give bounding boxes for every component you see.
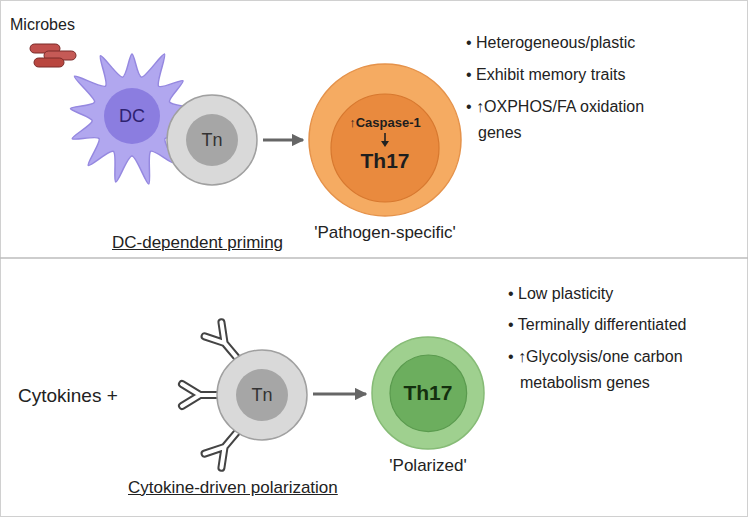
section-title: Cytokine-driven polarization: [128, 474, 338, 501]
feature-bullet: • ↑OXPHOS/FA oxidation genes: [466, 94, 690, 145]
cell-name: Th17: [403, 381, 452, 405]
cell-name: Th17: [360, 149, 409, 173]
th17-core-shape: [330, 93, 440, 203]
microbe-rods: [30, 44, 76, 67]
feature-bullet: • Heterogeneous/plastic: [466, 30, 635, 56]
cell-caption: 'Polarized': [389, 456, 466, 476]
dendritic-cell: DC: [66, 40, 198, 192]
th17-cell: Th17'Polarized': [371, 336, 485, 450]
process-arrow: [263, 139, 303, 142]
th17-cell: ↑Caspase-1Th17'Pathogen-specific': [308, 63, 462, 217]
feature-bullet: • Low plasticity: [508, 281, 613, 307]
feature-bullet: • Exhibit memory traits: [466, 62, 625, 88]
cell-caption: 'Pathogen-specific': [314, 223, 456, 243]
cell-name: DC: [119, 106, 145, 127]
microbe-label: Microbes: [10, 12, 75, 38]
section-title: DC-dependent priming: [112, 229, 283, 256]
process-arrow: [313, 393, 366, 396]
input-label: Cytokines +: [18, 381, 118, 411]
th17-core: ↑Caspase-1Th17: [330, 93, 440, 203]
naive-t-cell: Tn: [216, 349, 308, 441]
down-arrow: [379, 132, 391, 148]
feature-bullet: • Terminally differentiated: [508, 312, 686, 338]
cell-name: Tn: [201, 130, 222, 151]
th17-core: Th17: [389, 354, 468, 433]
cell-name: Tn: [251, 385, 272, 406]
marker-text: ↑Caspase-1: [349, 116, 421, 131]
naive-t-cell: Tn: [166, 94, 258, 186]
panel-divider: [0, 257, 748, 259]
feature-bullet: • ↑Glycolysis/one carbon metabolism gene…: [508, 344, 746, 395]
